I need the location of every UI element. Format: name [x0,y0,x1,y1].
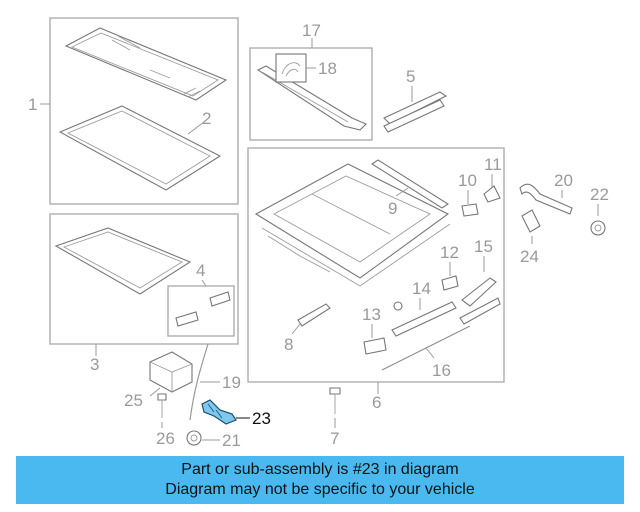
label-14: 14 [412,279,431,298]
label-16: 16 [432,361,451,380]
bracket-10 [461,203,479,217]
group-box-4 [167,285,235,337]
frame-rail [370,159,450,209]
label-4: 4 [196,261,205,280]
bolt-26 [157,393,167,418]
label-19: 19 [222,373,241,392]
sunroof-parts-diagram: 1 2 3 4 17 18 5 [28,17,609,450]
label-8: 8 [284,335,293,354]
label-20: 20 [554,171,573,190]
group-box-3 [49,213,239,345]
label-1: 1 [28,95,37,114]
grommet-22 [590,220,606,236]
label-13: 13 [362,305,381,324]
label-24: 24 [520,247,539,266]
label-25: 25 [124,391,143,410]
banner-line-1: Part or sub-assembly is #23 in diagram [181,461,459,478]
motor-25 [149,351,193,393]
label-7: 7 [330,429,339,448]
sunroof-frame [254,163,451,287]
label-12: 12 [440,243,459,262]
bolt-7 [329,387,341,414]
label-9: 9 [388,199,397,218]
label-11: 11 [484,155,502,174]
label-17: 17 [302,21,321,40]
bracket-11 [483,185,501,203]
label-21: 21 [222,431,241,450]
label-3: 3 [90,355,99,374]
clip-24 [521,209,541,233]
block-13 [363,337,387,355]
bracket-8 [297,303,331,327]
label-22: 22 [590,185,609,204]
link-14 [391,301,457,337]
banner-line-2: Diagram may not be specific to your vehi… [165,481,475,498]
shade-handles [175,291,231,327]
label-2: 2 [202,109,211,128]
label-23: 23 [252,409,271,428]
group-box-6 [247,147,505,383]
highlighted-part-23 [201,399,237,425]
group-box-17 [249,47,373,141]
glass-panel [64,27,228,101]
clip-12 [441,275,459,291]
drain-trough [256,65,367,131]
label-18: 18 [318,59,337,78]
label-10: 10 [458,171,477,190]
clamp-21 [186,430,202,446]
label-5: 5 [406,67,415,86]
side-rail [383,91,448,133]
guide-15 [461,277,497,307]
label-26: 26 [156,429,175,448]
sunshade-panel [54,227,192,295]
label-6: 6 [372,393,381,412]
group-box-1 [49,17,239,205]
drain-hose [519,183,573,215]
info-banner: Part or sub-assembly is #23 in diagram D… [16,456,624,504]
glass-seal [58,105,222,191]
label-15: 15 [474,237,493,256]
